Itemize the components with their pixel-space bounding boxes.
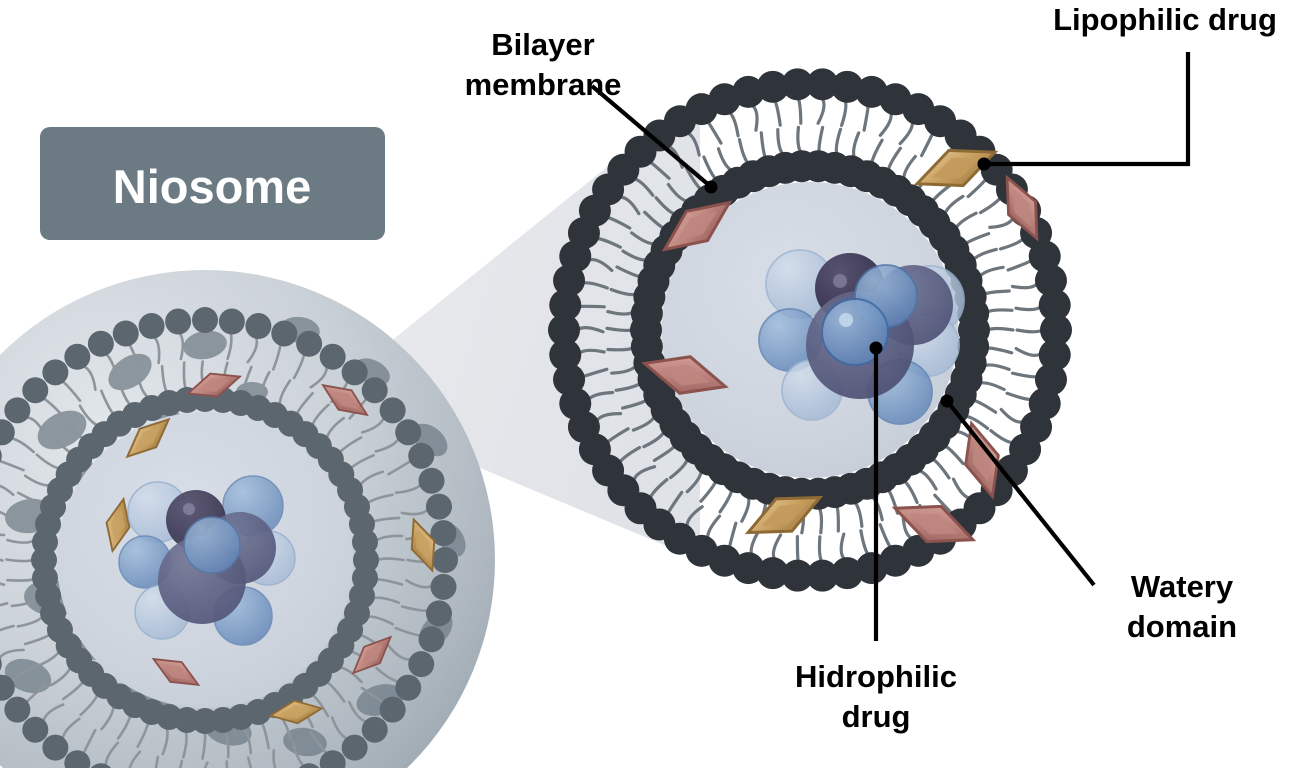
label-watery-domain-line1: Watery xyxy=(1131,569,1234,604)
leader-lipophilic-drug xyxy=(977,52,1191,171)
annotation-labels: Bilayer membrane Lipophilic drug Hidroph… xyxy=(465,2,1277,734)
lipid-heads-outer xyxy=(0,307,458,768)
niosome-overview-vesicle xyxy=(0,270,495,768)
leader-bilayer-membrane xyxy=(590,84,718,194)
label-hidrophilic-drug-line1: Hidrophilic xyxy=(795,659,957,694)
label-bilayer-membrane-line1: Bilayer xyxy=(491,27,594,62)
lipophilic-drug-marker xyxy=(913,148,999,188)
lipid-heads-inner xyxy=(630,150,990,510)
niosome-title-badge: Niosome xyxy=(40,127,385,240)
small-vesicle-drugs xyxy=(105,372,436,725)
leader-watery-domain xyxy=(940,394,1096,587)
annotation-leaders xyxy=(590,52,1191,641)
small-hidrophilic-drug-cluster xyxy=(118,475,296,646)
niosome-magnified-vesicle xyxy=(548,68,1072,592)
niosome-badge-label: Niosome xyxy=(113,160,312,213)
lipid-heads-outer xyxy=(548,68,1072,592)
label-bilayer-membrane-line2: membrane xyxy=(465,67,622,102)
magnified-vesicle-drugs xyxy=(641,148,1039,544)
label-watery-domain-line2: domain xyxy=(1127,609,1237,644)
label-lipophilic-drug: Lipophilic drug xyxy=(1053,2,1277,37)
label-hidrophilic-drug-line2: drug xyxy=(842,699,911,734)
leader-hidrophilic-drug xyxy=(869,341,883,641)
